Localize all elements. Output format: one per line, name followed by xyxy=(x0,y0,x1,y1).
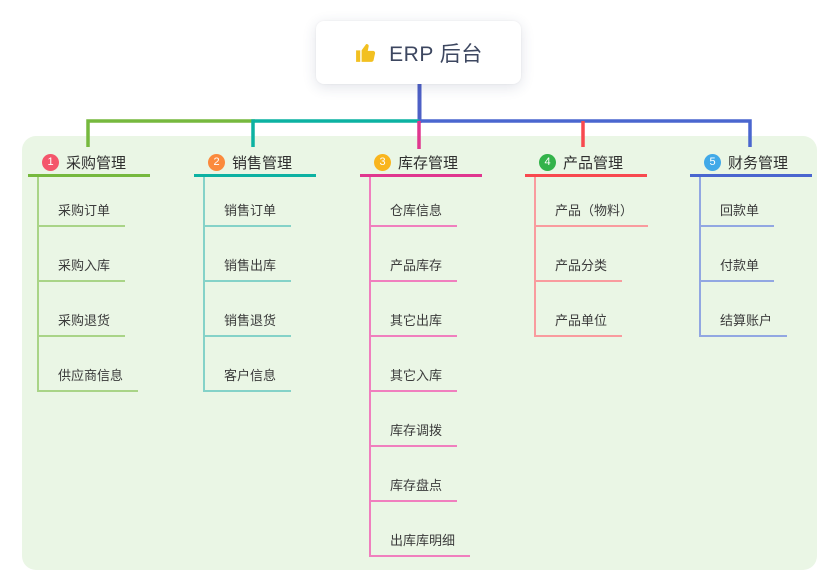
branch-title-2[interactable]: 2 销售管理 xyxy=(194,150,316,177)
branch-subtree-5: 回款单 付款单 结算账户 xyxy=(699,177,812,337)
branch-product-management: 4 产品管理 产品（物料） 产品分类 产品单位 xyxy=(525,150,649,337)
branch-title-1[interactable]: 1 采购管理 xyxy=(28,150,150,177)
branch-sales-management: 2 销售管理 销售订单 销售出库 销售退货 客户信息 xyxy=(194,150,316,392)
branch-purchase-management: 1 采购管理 采购订单 采购入库 采购退货 供应商信息 xyxy=(28,150,150,392)
branch-number-badge-3: 3 xyxy=(374,153,391,171)
branch-title-label: 财务管理 xyxy=(728,154,789,172)
bus-branch-1-connector xyxy=(86,119,255,147)
branch-number-badge-1: 1 xyxy=(42,153,59,171)
branch-inventory-management: 3 库存管理 仓库信息 产品库存 其它出库 其它入库 库存调拨 库存盘点 出库库… xyxy=(360,150,482,557)
branch-title-3[interactable]: 3 库存管理 xyxy=(360,150,482,177)
node-sales-outbound[interactable]: 销售出库 xyxy=(205,227,292,282)
node-receipt-order[interactable]: 回款单 xyxy=(701,177,775,227)
node-supplier-info[interactable]: 供应商信息 xyxy=(39,337,139,392)
node-payment-order[interactable]: 付款单 xyxy=(701,227,775,282)
node-product-material[interactable]: 产品（物料） xyxy=(536,177,649,227)
root-node-erp-backend[interactable]: ERP 后台 xyxy=(316,21,521,84)
branch-title-5[interactable]: 5 财务管理 xyxy=(690,150,812,177)
branch-title-label: 产品管理 xyxy=(563,154,624,172)
branch-title-4[interactable]: 4 产品管理 xyxy=(525,150,647,177)
node-settlement-account[interactable]: 结算账户 xyxy=(701,282,788,337)
node-warehouse-info[interactable]: 仓库信息 xyxy=(371,177,458,227)
branch-title-label: 库存管理 xyxy=(398,154,459,172)
node-other-inbound[interactable]: 其它入库 xyxy=(371,337,458,392)
node-sales-return[interactable]: 销售退货 xyxy=(205,282,292,337)
node-purchase-return[interactable]: 采购退货 xyxy=(39,282,126,337)
root-node-label: ERP 后台 xyxy=(389,42,483,66)
node-outbound-detail[interactable]: 出库库明细 xyxy=(371,502,471,557)
branch-subtree-4: 产品（物料） 产品分类 产品单位 xyxy=(534,177,649,337)
thumbs-up-icon xyxy=(356,44,376,62)
node-stock-count[interactable]: 库存盘点 xyxy=(371,447,458,502)
connector-lines xyxy=(86,83,752,149)
bus-branch-2-connector xyxy=(251,119,420,147)
branch-title-label: 销售管理 xyxy=(232,154,293,172)
branches-panel xyxy=(22,136,817,570)
node-product-stock[interactable]: 产品库存 xyxy=(371,227,458,282)
branch-number-badge-5: 5 xyxy=(704,153,721,171)
branch-number-badge-2: 2 xyxy=(208,153,225,171)
node-purchase-inbound[interactable]: 采购入库 xyxy=(39,227,126,282)
branch-finance-management: 5 财务管理 回款单 付款单 结算账户 xyxy=(690,150,812,337)
node-stock-transfer[interactable]: 库存调拨 xyxy=(371,392,458,447)
branch-subtree-1: 采购订单 采购入库 采购退货 供应商信息 xyxy=(37,177,150,392)
branch-subtree-2: 销售订单 销售出库 销售退货 客户信息 xyxy=(203,177,316,392)
node-product-unit[interactable]: 产品单位 xyxy=(536,282,623,337)
branch-subtree-3: 仓库信息 产品库存 其它出库 其它入库 库存调拨 库存盘点 出库库明细 xyxy=(369,177,482,557)
node-other-outbound[interactable]: 其它出库 xyxy=(371,282,458,337)
node-purchase-order[interactable]: 采购订单 xyxy=(39,177,126,227)
branch-number-badge-4: 4 xyxy=(539,153,556,171)
node-customer-info[interactable]: 客户信息 xyxy=(205,337,292,392)
node-product-category[interactable]: 产品分类 xyxy=(536,227,623,282)
branch-title-label: 采购管理 xyxy=(66,154,127,172)
node-sales-order[interactable]: 销售订单 xyxy=(205,177,292,227)
bus-branch-5-connector xyxy=(419,119,752,147)
